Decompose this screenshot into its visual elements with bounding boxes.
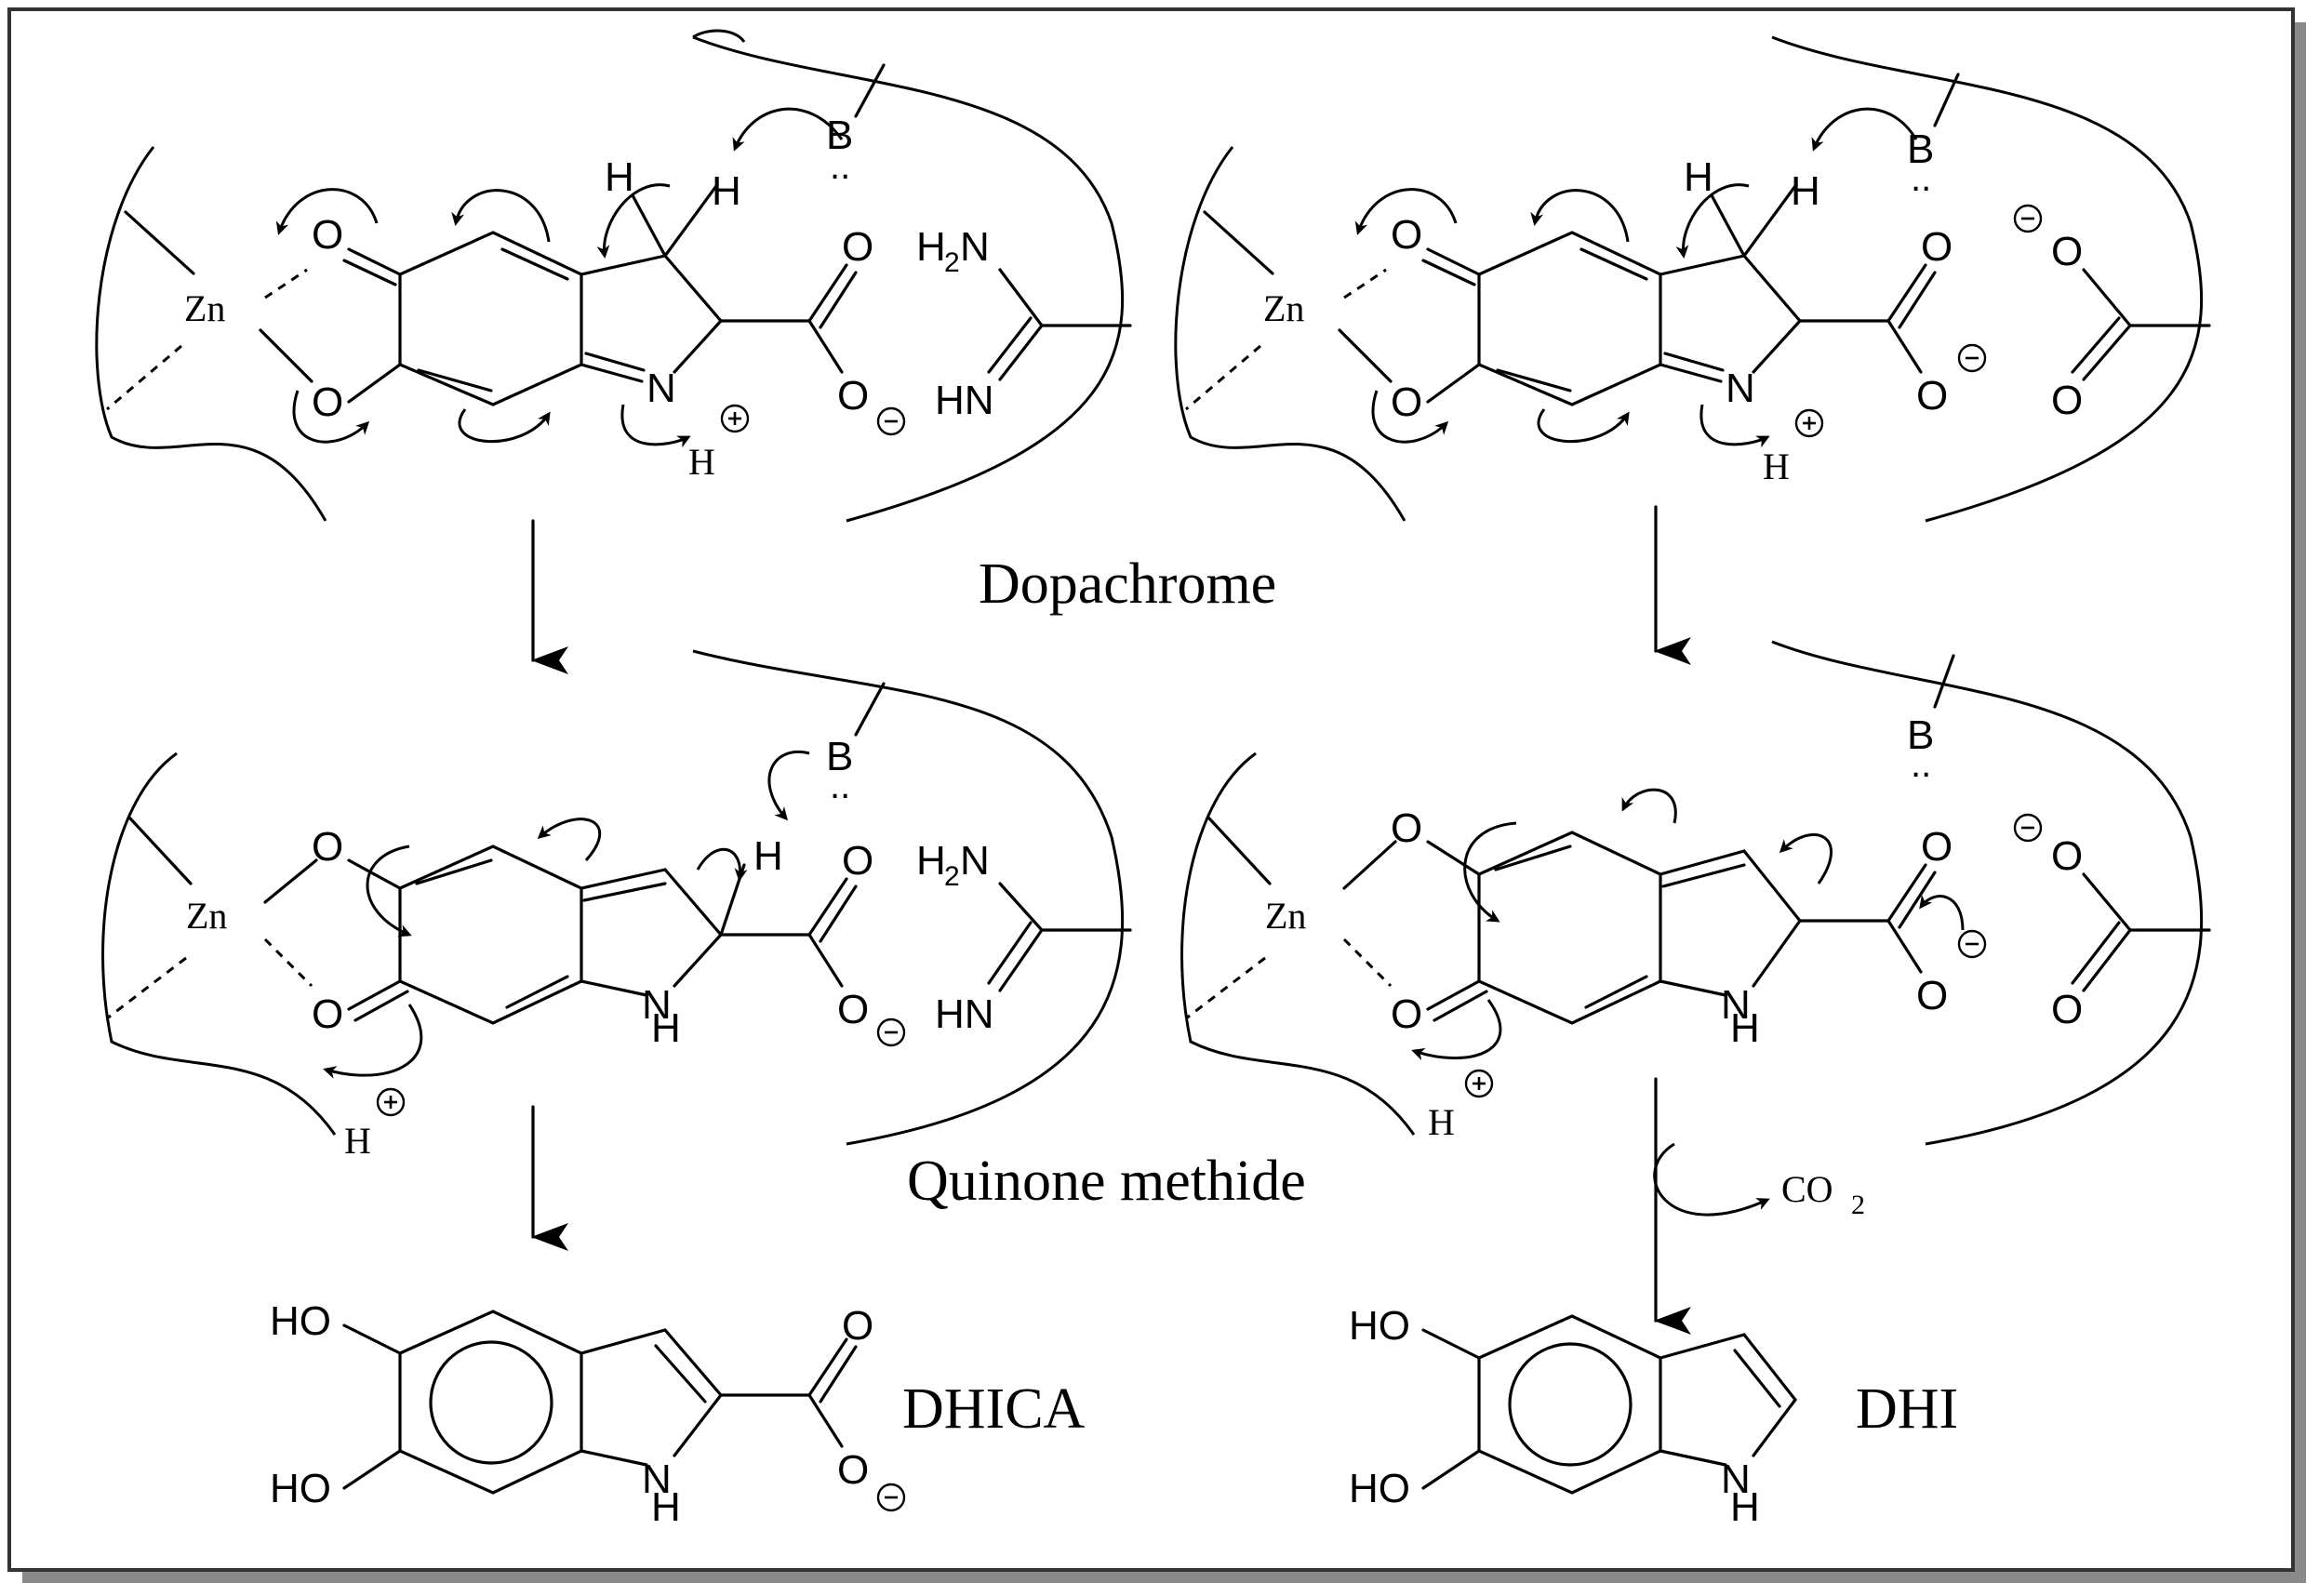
label-quinone-methide: Quinone methide (907, 1150, 1306, 1213)
svg-text:..: .. (1911, 158, 1931, 199)
hydroxyl-group: HO (1349, 1303, 1410, 1349)
quinone-methide-zn-amidine: Zn O O H N H O O H B .. H 2 N HN (101, 649, 1132, 1162)
proton: H (688, 441, 715, 483)
oxygen-atom: O (1391, 212, 1422, 258)
quinone-methide-zn-carboxylate: Zn O O N H O O H B .. O O (1180, 640, 2211, 1146)
zinc-atom: Zn (186, 895, 227, 937)
oxygen-atom: O (1921, 824, 1952, 870)
svg-text:N: N (960, 838, 990, 884)
oxygen-atom: O (2051, 378, 2083, 423)
base-atom: B (826, 734, 853, 779)
enzyme-pocket-outline (101, 649, 1125, 1146)
co2-label: CO (1781, 1168, 1833, 1210)
oxygen-atom: O (312, 991, 343, 1037)
svg-text:2: 2 (1851, 1190, 1865, 1220)
nitrogen-atom: N (1726, 366, 1755, 411)
hydroxyl-group: HO (270, 1466, 331, 1511)
svg-text:H: H (916, 224, 946, 270)
label-dhica: DHICA (902, 1377, 1086, 1441)
nh-hydrogen: H (1730, 1005, 1760, 1051)
zinc-atom: Zn (1263, 287, 1304, 329)
svg-text:..: .. (830, 765, 850, 806)
oxygen-atom: O (1921, 224, 1952, 270)
oxygen-atom: O (842, 1303, 873, 1349)
nh-hydrogen: H (1730, 1484, 1760, 1530)
hydrogen-atom: H (1791, 168, 1820, 214)
enzyme-pocket-outline (95, 35, 1125, 523)
hydrogen-atom: H (1684, 154, 1713, 200)
nitrogen-atom: N (642, 982, 672, 1028)
enzyme-pocket-outline (1174, 35, 2204, 523)
oxygen-atom: O (1916, 373, 1948, 419)
hydroxyl-group: HO (270, 1298, 331, 1344)
base-atom: B (1907, 712, 1934, 758)
oxygen-atom: O (312, 824, 343, 870)
zinc-atom: Zn (1265, 895, 1306, 937)
oxygen-atom: O (1391, 991, 1422, 1037)
oxygen-atom: O (312, 379, 343, 425)
svg-text:HN: HN (935, 378, 994, 423)
oxygen-atom: O (842, 224, 873, 270)
enzyme-pocket-outline (1180, 640, 2204, 1146)
svg-text:..: .. (1911, 744, 1931, 785)
nh-hydrogen: H (651, 1484, 681, 1530)
nh-hydrogen: H (651, 1005, 681, 1051)
hydrogen-atom: H (605, 154, 634, 200)
zinc-atom: Zn (184, 287, 225, 329)
svg-text:N: N (960, 224, 990, 270)
oxygen-atom: O (1916, 973, 1948, 1018)
figure-frame (7, 7, 2306, 1583)
dopachrome-zn-carboxylate: Zn O O H H N O O H B .. O O (1174, 35, 2211, 523)
proton: H (344, 1120, 371, 1162)
nitrogen-atom: N (646, 366, 676, 411)
oxygen-atom: O (837, 1447, 869, 1493)
oxygen-atom: O (1391, 805, 1422, 851)
dhica-structure: HO HO N H O O (270, 1298, 906, 1530)
proton: H (1428, 1101, 1455, 1143)
svg-text:..: .. (830, 146, 850, 187)
oxygen-atom: O (2051, 987, 2083, 1032)
hydrogen-atom: H (753, 833, 783, 879)
oxygen-atom: O (842, 838, 873, 884)
proton: H (1763, 446, 1790, 487)
svg-text:H: H (916, 838, 946, 884)
svg-text:2: 2 (944, 861, 960, 892)
hydroxyl-group: HO (1349, 1466, 1410, 1511)
oxygen-atom: O (837, 987, 869, 1032)
dhi-structure: HO HO N H (1349, 1303, 1797, 1530)
nitrogen-atom: N (1721, 1456, 1751, 1502)
dopachrome-zn-amidine: Zn O O H H N O O H B .. H 2 N HN (95, 29, 1132, 523)
co2-release-arrow (1653, 1142, 1770, 1217)
nitrogen-atom: N (1721, 982, 1751, 1028)
svg-text:2: 2 (944, 247, 960, 278)
oxygen-atom: O (1391, 379, 1422, 425)
oxygen-atom: O (312, 212, 343, 258)
oxygen-atom: O (2051, 229, 2083, 274)
oxygen-atom: O (2051, 833, 2083, 879)
nitrogen-atom: N (642, 1456, 672, 1502)
hydrogen-atom: H (712, 168, 741, 214)
label-dopachrome: Dopachrome (979, 552, 1276, 616)
label-dhi: DHI (1856, 1377, 1958, 1441)
svg-text:HN: HN (935, 991, 994, 1037)
oxygen-atom: O (837, 373, 869, 419)
